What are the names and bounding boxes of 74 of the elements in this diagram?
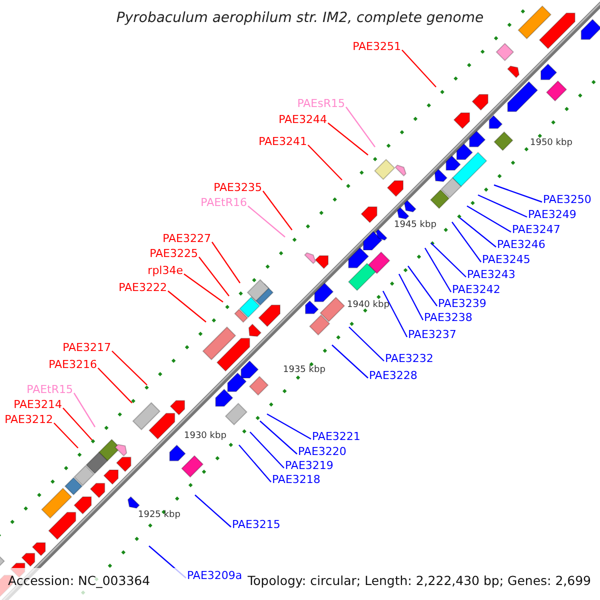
gene-label: PAE3235 (214, 182, 262, 193)
gene-label: PAE3221 (312, 431, 360, 442)
leader-line (260, 420, 298, 454)
leader-line (430, 242, 466, 278)
leader-line (54, 422, 78, 448)
gene-label: PAE3215 (232, 519, 280, 530)
title: Pyrobaculum aerophilum str. IM2, complete genome (115, 11, 485, 25)
gene-label: rpl34e (148, 265, 183, 276)
gene-label: PAE3219 (285, 460, 334, 471)
leader-line (494, 184, 542, 203)
gene-label: PAE3225 (150, 248, 198, 259)
leader-line (478, 194, 528, 218)
gene-label: PAE3241 (258, 136, 307, 147)
gene-label: PAE3212 (4, 414, 53, 425)
gene-label: PAE3243 (467, 269, 516, 280)
leader-line (262, 190, 292, 230)
leader-line (266, 413, 312, 440)
gene-label: PAE3250 (543, 194, 592, 205)
leader-line (382, 290, 408, 338)
gene-label: PAE3216 (48, 359, 97, 370)
leader-line (184, 274, 224, 302)
gene-label: PAE3220 (298, 446, 346, 457)
gene-label: PAE3214 (14, 399, 62, 410)
gene-label: PAE3218 (272, 474, 320, 485)
leader-line (348, 326, 384, 362)
leader-line (408, 266, 438, 306)
leader-line (212, 242, 240, 284)
scale-label: 1950 kbp (530, 139, 572, 148)
gene-label: PAE3239 (438, 298, 486, 309)
gene-label: PAE3246 (497, 239, 546, 250)
gene-label: PAEsR15 (297, 98, 345, 109)
gene-label: PAE3247 (512, 224, 560, 235)
gene-label: PAE3244 (278, 114, 327, 125)
gene-label: PAE3227 (162, 233, 211, 244)
leader-line (194, 494, 232, 528)
gene-label: PAE3251 (352, 41, 401, 52)
leader-line (248, 206, 286, 238)
leader-line (460, 218, 496, 248)
scale-label: 1930 kbp (184, 432, 226, 441)
gene-label: PAE3217 (62, 342, 111, 353)
scale-label: 1945 kbp (394, 221, 436, 230)
leader-line (328, 122, 368, 156)
gene-label: PAEtR15 (26, 384, 73, 395)
leader-line (332, 344, 368, 378)
gene-label: PAE3242 (452, 284, 500, 295)
leader-line (73, 392, 96, 428)
gene-label: PAE3222 (118, 282, 167, 293)
gene-label: PAE3228 (369, 370, 418, 381)
leader-line (62, 408, 92, 440)
scale-label: 1935 kbp (283, 366, 326, 375)
scale-label: 1925 kbp (138, 511, 180, 520)
footer-text: Accession: NC_003364 (8, 575, 150, 588)
leader-line (398, 274, 424, 320)
gene-label: PAE3238 (424, 312, 472, 323)
leader-line (168, 290, 206, 322)
gene-label: PAE3209a (187, 570, 242, 581)
leader-line (112, 350, 148, 386)
leader-line (250, 432, 284, 468)
leader-line (198, 256, 230, 296)
leader-line (452, 222, 482, 262)
leader-line (98, 368, 132, 404)
gene-label: PAE3237 (408, 329, 456, 340)
leader-line (308, 144, 342, 180)
gene-label: PAE3232 (385, 353, 434, 364)
leader-line (346, 106, 376, 148)
leader-line (466, 205, 512, 233)
gene-label: PAEtR16 (200, 197, 247, 208)
gene-label: PAE3249 (528, 209, 576, 220)
leader-line (238, 444, 272, 482)
leader-line (424, 248, 452, 292)
footer-text: Topology: circular; Length: 2,222,430 bp; Genes: 2,699 (248, 575, 591, 588)
leader-line (402, 50, 436, 88)
gene-label: PAE3245 (482, 254, 530, 265)
scale-label: 1940 kbp (347, 301, 390, 310)
